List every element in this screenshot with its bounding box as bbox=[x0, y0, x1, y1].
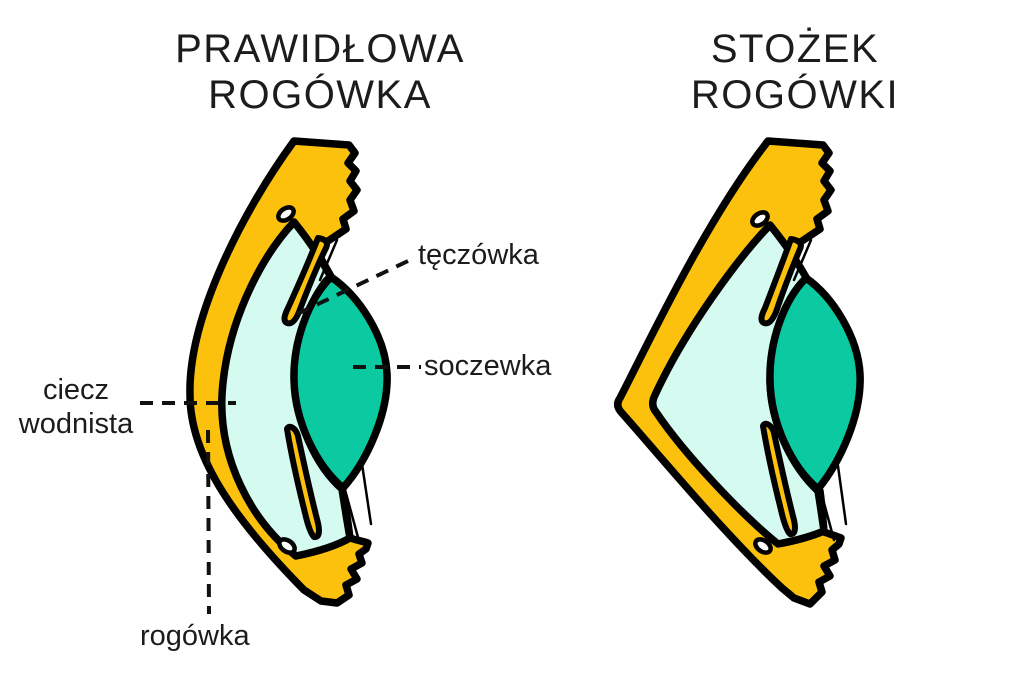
right-eye-zonule-line-bottom-1 bbox=[818, 486, 836, 542]
right-eye-diagram bbox=[614, 137, 864, 608]
left-eye-zonule-line-bottom-2 bbox=[360, 462, 373, 526]
left-eye-white-oval-bottom bbox=[277, 537, 297, 555]
left-eye-white-oval-top bbox=[276, 205, 296, 223]
right-eye-zonule-line-bottom-2 bbox=[836, 464, 848, 526]
right-eye-lens-shape bbox=[766, 274, 864, 493]
right-eye-zonule-line-top-1 bbox=[792, 238, 813, 282]
right-diagram-title-line1: STOŻEK bbox=[710, 27, 880, 71]
right-diagram-title: STOŻEK ROGÓWKI bbox=[630, 26, 960, 118]
right-eye-white-oval-top bbox=[750, 210, 770, 228]
cornea-leader-line bbox=[206, 429, 211, 615]
right-eye-iris-lower-shape bbox=[760, 420, 798, 538]
aqueous-humor-label-line2: wodnista bbox=[18, 408, 134, 440]
right-diagram-title-line2: ROGÓWKI bbox=[690, 73, 900, 117]
left-diagram-title: PRAWIDŁOWA ROGÓWKA bbox=[120, 26, 520, 118]
aqueous-humor-label-line1: ciecz bbox=[42, 374, 110, 406]
right-eye-white-oval-bottom bbox=[753, 537, 773, 555]
left-eye-zonule-line-top-1 bbox=[318, 238, 339, 282]
left-diagram-title-line1: PRAWIDŁOWA bbox=[175, 27, 465, 71]
left-eye-diagram bbox=[186, 137, 391, 607]
left-eye-iris-upper-shape bbox=[281, 235, 330, 327]
lens-label: soczewka bbox=[424, 350, 552, 382]
aqueous-humor-label: ciecz wodnista bbox=[0, 373, 152, 441]
right-eye-iris-upper-shape bbox=[758, 236, 804, 327]
left-eye-zonule-line-bottom-1 bbox=[342, 484, 361, 543]
cornea-label: rogówka bbox=[140, 620, 250, 652]
left-eye-iris-lower-shape bbox=[284, 423, 322, 541]
left-eye-lens-shape bbox=[290, 273, 391, 492]
iris-label: tęczówka bbox=[418, 239, 539, 271]
left-diagram-title-line2: ROGÓWKA bbox=[208, 73, 432, 117]
leader-lines bbox=[140, 259, 421, 615]
